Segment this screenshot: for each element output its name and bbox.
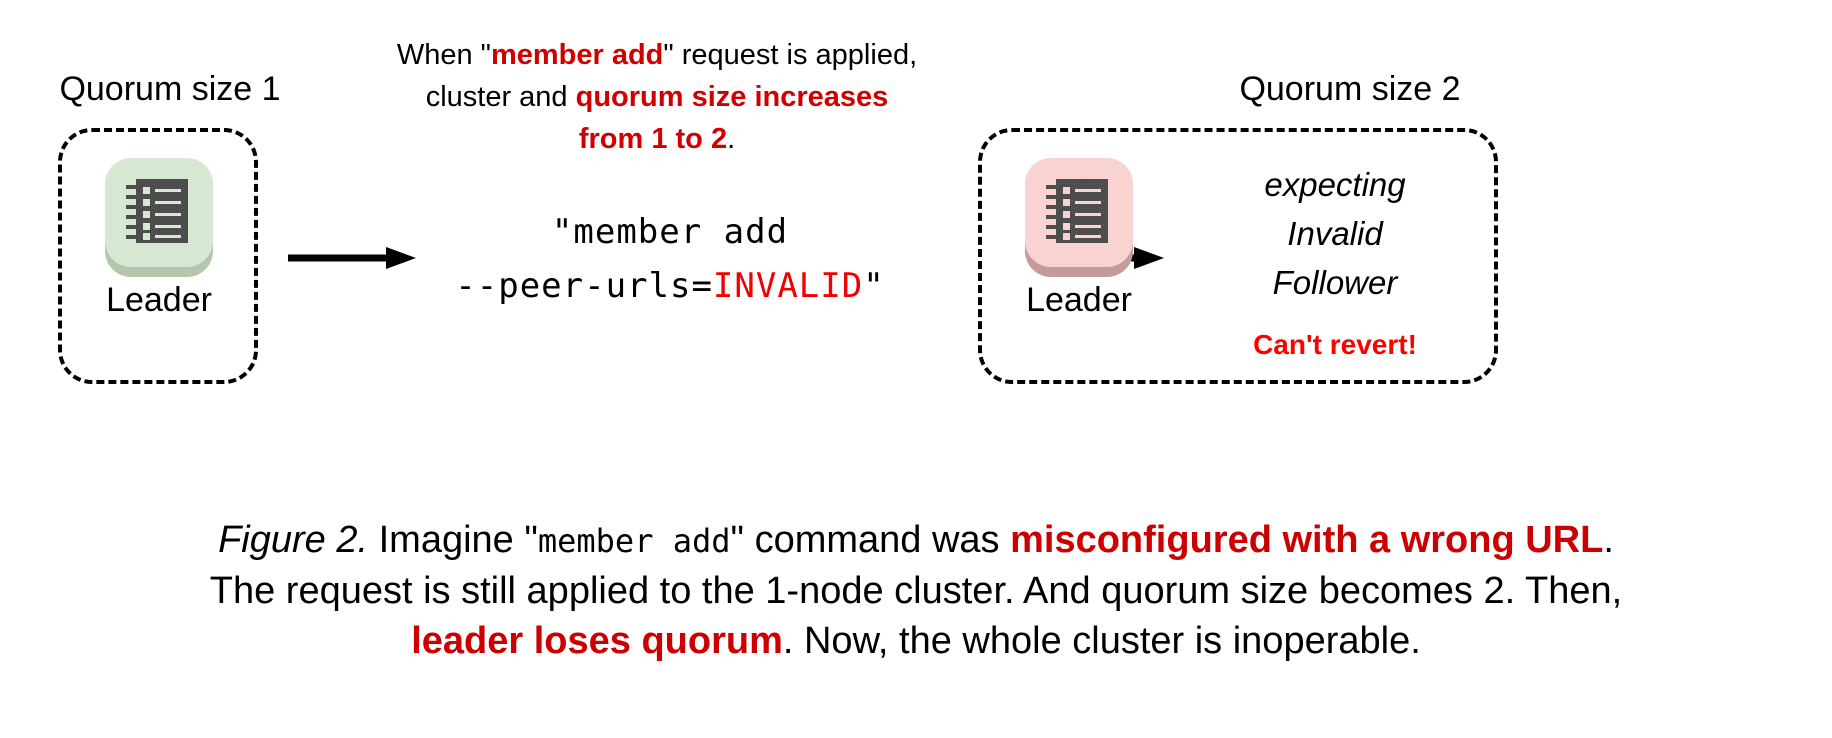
top-annotation-from-1-to-2: from 1 to 2 — [578, 123, 728, 155]
command-text: "member add --peer-urls=INVALID" — [430, 205, 910, 313]
top-annotation-quorum-increase: quorum size increases — [575, 81, 889, 113]
right-cluster-status: expecting Invalid Follower Can't revert! — [1190, 160, 1480, 361]
top-annotation-line3-post: . — [727, 123, 736, 155]
top-annotation-line1-pre: When " — [396, 39, 491, 71]
command-flag: --peer-urls= — [455, 266, 713, 306]
top-annotation-line-3: from 1 to 2. — [352, 118, 962, 160]
top-annotation-line-2: cluster and quorum size increases — [352, 76, 962, 118]
server-node-icon-2 — [1046, 179, 1108, 243]
left-node-icon-wrap — [100, 155, 218, 277]
left-cluster-title: Quorum size 1 — [59, 70, 281, 108]
caption-highlight-misconfigured: misconfigured with a wrong URL — [1010, 519, 1604, 561]
status-line-3: Follower — [1272, 264, 1398, 301]
top-annotation-member-add: member add — [490, 39, 664, 71]
caption-line-2: The request is still applied to the 1-no… — [209, 570, 1623, 612]
command-invalid-value: INVALID — [712, 266, 864, 306]
caption-figure-label: Figure 2. — [218, 519, 369, 561]
top-annotation: When "member add" request is applied, cl… — [352, 34, 962, 160]
caption-mono-member-add: member add — [537, 522, 731, 560]
left-node-label: Leader — [106, 281, 212, 319]
top-annotation-line2-pre: cluster and — [425, 81, 576, 113]
status-line-1: expecting — [1264, 166, 1406, 203]
caption-seg-1: Imagine " — [368, 519, 538, 561]
status-line-2: Invalid — [1287, 215, 1383, 252]
arrow-right-icon — [288, 247, 416, 269]
command-line-1: "member add — [551, 212, 789, 252]
caption-seg-3: . — [1603, 519, 1614, 561]
right-node-icon-wrap — [1020, 155, 1138, 277]
right-node-label: Leader — [1026, 281, 1132, 319]
cant-revert-warning: Can't revert! — [1253, 329, 1417, 360]
top-annotation-line1-post: " request is applied, — [663, 39, 918, 71]
top-annotation-line-1: When "member add" request is applied, — [352, 34, 962, 76]
caption-line-1: Figure 2. Imagine "member add" command w… — [60, 515, 1772, 566]
left-cluster-boundary — [58, 128, 258, 384]
command-line-2: --peer-urls=INVALID" — [430, 259, 910, 313]
right-cluster-boundary — [978, 128, 1498, 384]
figure-caption: Figure 2. Imagine "member add" command w… — [60, 515, 1772, 666]
command-closing-quote: " — [863, 266, 885, 306]
right-leader-node: Leader — [1000, 155, 1158, 320]
caption-line-3: leader loses quorum. Now, the whole clus… — [60, 616, 1772, 666]
left-leader-node: Leader — [80, 155, 238, 320]
caption-highlight-leader-loses-quorum: leader loses quorum — [411, 620, 783, 662]
caption-seg-2: " command was — [730, 519, 1011, 561]
right-cluster-title: Quorum size 2 — [1239, 70, 1461, 108]
caption-seg-4: . Now, the whole cluster is inoperable. — [782, 620, 1421, 662]
server-node-icon — [126, 179, 188, 243]
